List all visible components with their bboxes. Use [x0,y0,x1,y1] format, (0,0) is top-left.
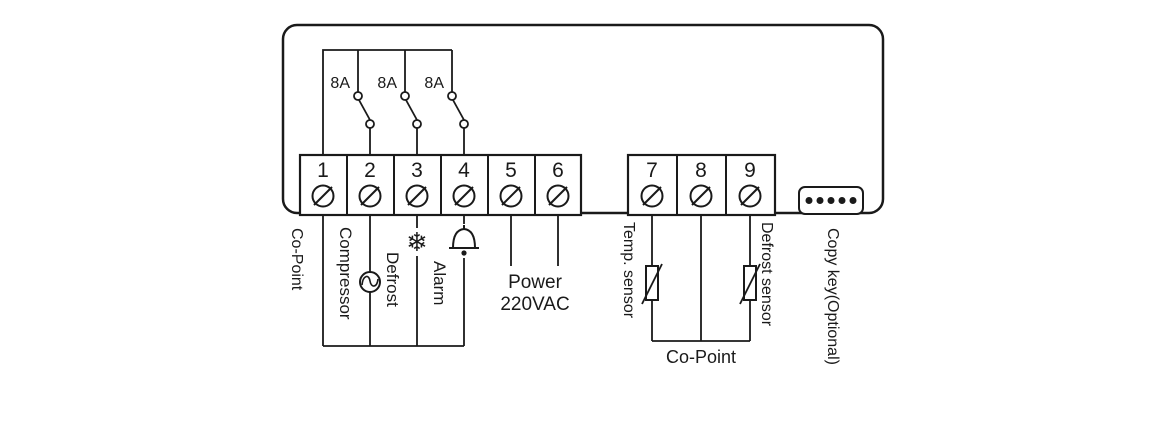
co-point-bottom-label: Co-Point [665,347,737,367]
screw-terminal-icon [689,184,713,208]
power-label-line2: 220VAC [500,294,570,315]
relay-switch-defrost [400,50,422,155]
copy-key-label: Copy key(Optional) [824,228,841,365]
alarm-label: Alarm [430,261,449,306]
copy-key-pin [816,197,824,204]
terminal-number-5: 5 [505,159,517,182]
alarm-bell-icon [449,224,479,258]
terminal-number-3: 3 [411,159,423,182]
compressor-load-icon [359,271,381,293]
fuse-rating-label: 8A [330,75,350,92]
defrost-label: Defrost [383,252,402,307]
power-label-line1: Power [508,272,562,293]
terminal-number-4: 4 [458,159,470,182]
screw-terminal-icon [499,184,523,208]
defrost-sensor-icon [739,263,761,305]
terminal-number-2: 2 [364,159,376,182]
terminal-number-7: 7 [646,159,658,182]
power-label: Power 220VAC [482,272,588,316]
terminal-block-b [626,153,777,217]
screw-terminal-icon [452,184,476,208]
temp-sensor-icon [641,263,663,305]
screw-terminal-icon [311,184,335,208]
snowflake-icon: ❄ [405,228,429,258]
terminal-block-a [298,153,583,217]
fuse-rating-label: 8A [424,75,444,92]
temp-sensor-label: Temp. sensor [620,222,637,319]
copy-key-pin [849,197,857,204]
co-point-label: Co-Point [288,228,305,291]
terminal-number-9: 9 [744,159,756,182]
terminal-number-1: 1 [317,159,329,182]
screw-terminal-icon [640,184,664,208]
relay-switch-alarm [447,50,469,155]
screw-terminal-icon [738,184,762,208]
defrost-sensor-label: Defrost sensor [758,222,775,327]
copy-key-connector [798,186,864,215]
screw-terminal-icon [546,184,570,208]
sensor-wires [651,215,751,342]
output-wires [322,215,559,347]
screw-terminal-icon [358,184,382,208]
copy-key-pin [827,197,835,204]
terminal-number-6: 6 [552,159,564,182]
screw-terminal-icon [405,184,429,208]
relay-switch-compressor [353,50,375,155]
copy-key-pin [805,197,813,204]
terminal-number-8: 8 [695,159,707,182]
fuse-rating-label: 8A [377,75,397,92]
snowflake-glyph: ❄ [406,228,428,258]
compressor-label: Compressor [336,227,355,320]
copy-key-pin [838,197,846,204]
relay-common-bus [322,49,452,155]
